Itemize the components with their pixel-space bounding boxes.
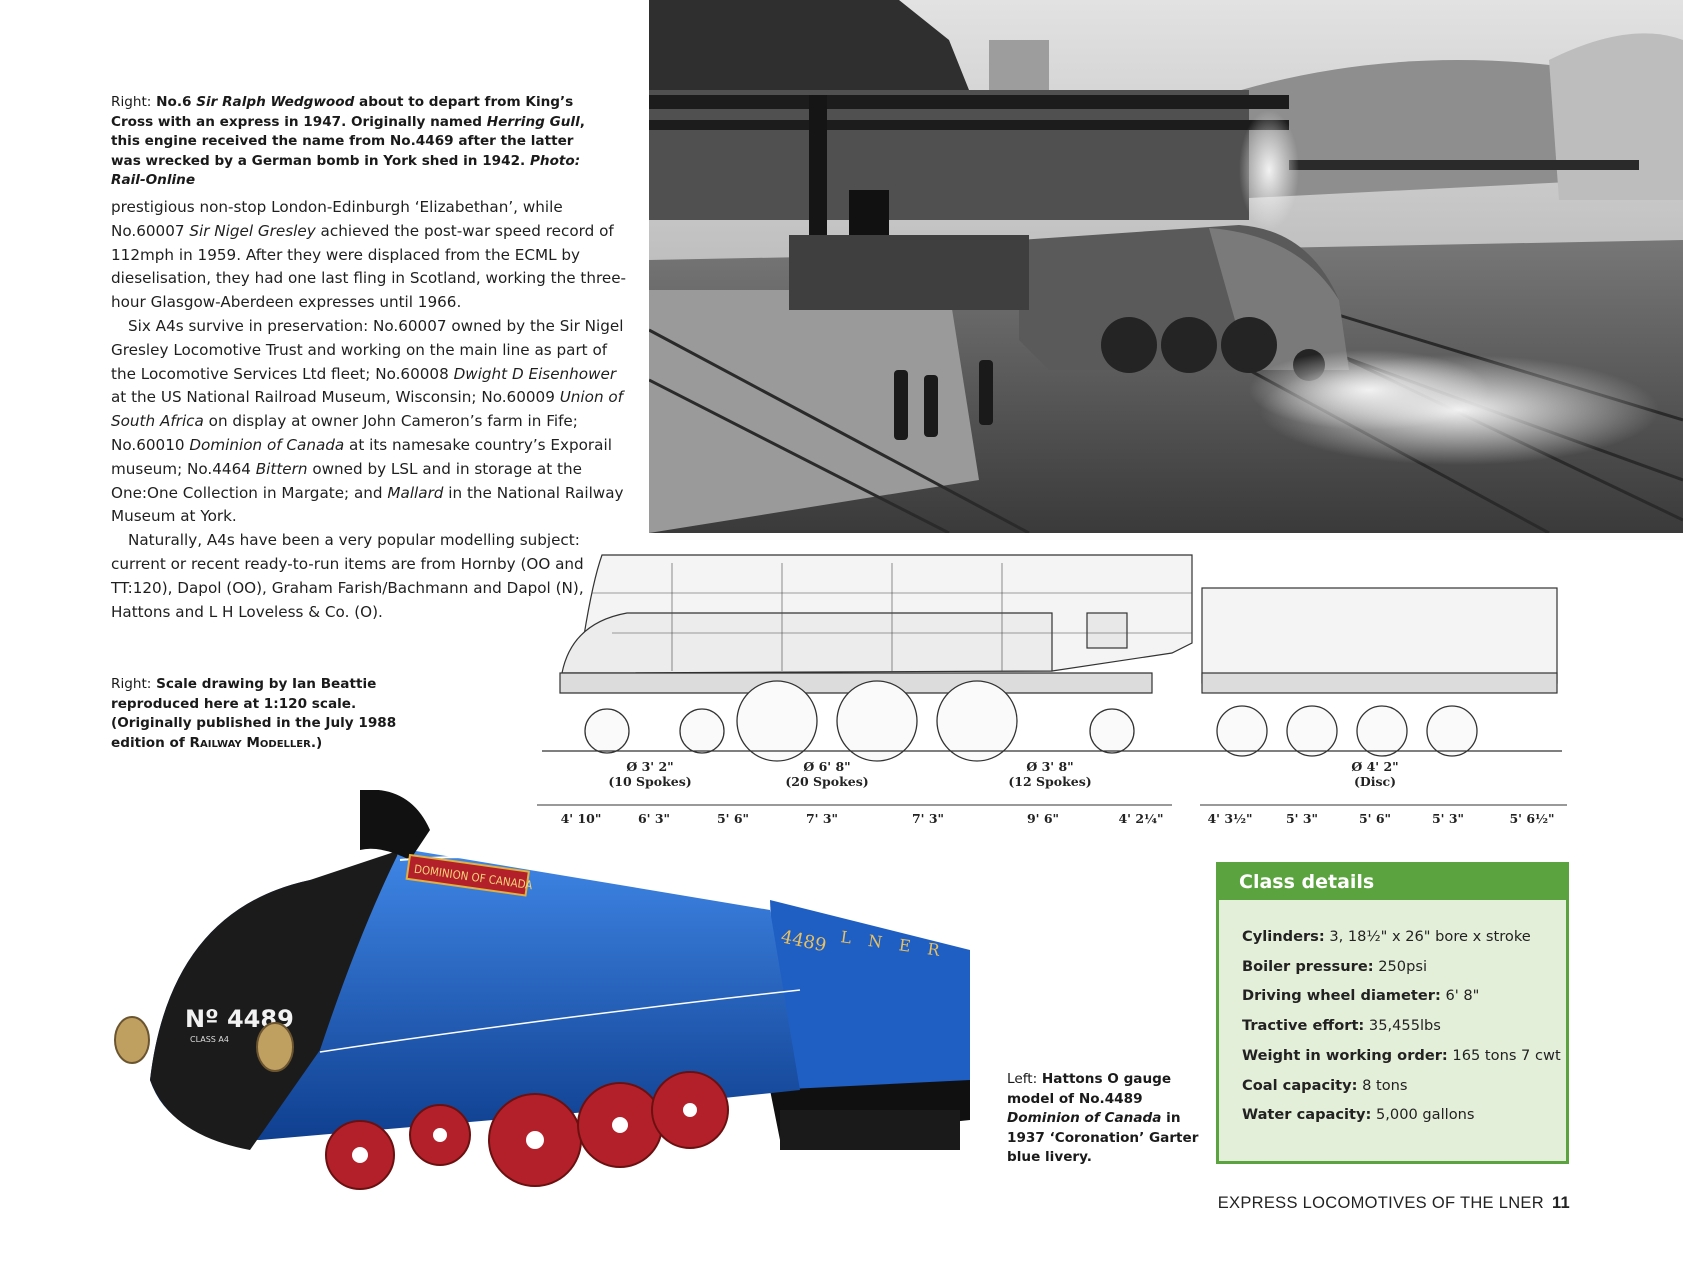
drawing-caption: Right: Scale drawing by Ian Beattie repr…: [111, 675, 429, 753]
wheel-dia-label: Ø 6' 8": [803, 759, 850, 774]
model-caption: Left: Hattons O gauge model of No.4489 D…: [1007, 1070, 1207, 1168]
hattons-model-photo: DOMINION OF CANADA Nº 4489 CLASS A4 4489…: [110, 789, 990, 1260]
tender-dimension: 5' 6": [1359, 811, 1391, 826]
wheel-note-label: (10 Spokes): [608, 774, 691, 789]
photo-caption: Right: No.6 Sir Ralph Wedgwood about to …: [111, 93, 603, 191]
caption-prefix: Left:: [1007, 1071, 1038, 1087]
caption-original-name: Herring Gull: [486, 113, 580, 130]
article-body: prestigious non-stop London-Edinburgh ‘E…: [111, 196, 631, 624]
model-class-tag: CLASS A4: [190, 1035, 229, 1044]
scale-drawing: Ø 3' 2" (10 Spokes) Ø 6' 8" (20 Spokes) …: [532, 553, 1572, 831]
loco-dimension: 7' 3": [806, 811, 838, 826]
tender-outline: [1201, 587, 1558, 684]
spec-row: Boiler pressure: 250psi: [1242, 952, 1566, 982]
body-paragraph: prestigious non-stop London-Edinburgh ‘E…: [111, 196, 631, 315]
spec-label: Boiler pressure:: [1242, 957, 1374, 975]
wheel-dia-label: Ø 3' 2": [626, 759, 673, 774]
spec-label: Tractive effort:: [1242, 1017, 1365, 1035]
spec-value: 8 tons: [1362, 1076, 1408, 1094]
kings-cross-photo: [649, 0, 1683, 533]
spec-row: Coal capacity: 8 tons: [1242, 1071, 1566, 1101]
photo-credit: Photo: Rail-Online: [111, 152, 581, 189]
caption-text-2: in 1937 ‘Coronation’ Garter blue livery.: [1007, 1110, 1199, 1165]
caption-prefix: Right:: [111, 676, 152, 692]
model-smokebox: [150, 850, 400, 1150]
italic-name: Union of South Africa: [111, 388, 624, 431]
spec-value: 250psi: [1378, 957, 1427, 975]
spec-label: Cylinders:: [1242, 928, 1325, 945]
spec-row: Cylinders: 3, 18½" x 26" bore x stroke: [1242, 922, 1566, 952]
loco-dimension: 4' 2¼": [1118, 811, 1163, 826]
station-photo-illustration: [649, 0, 1683, 533]
class-details-list: Cylinders: 3, 18½" x 26" bore x stroke B…: [1219, 900, 1566, 1130]
caption-loco-number: No.6: [156, 94, 192, 110]
caption-prefix: Right:: [111, 94, 152, 110]
wheel-note-label: (12 Spokes): [1008, 774, 1091, 789]
loco-dimension: 5' 6": [717, 811, 749, 826]
tender-dimension: 5' 3": [1432, 811, 1464, 826]
a4-elevation-drawing: Ø 3' 2" (10 Spokes) Ø 6' 8" (20 Spokes) …: [537, 554, 1567, 826]
spec-value: 35,455lbs: [1368, 1017, 1441, 1035]
spec-label: Coal capacity:: [1242, 1076, 1358, 1094]
caption-text: about to depart from King’s Cross with a…: [111, 94, 574, 130]
spec-value: 3, 18½" x 26" bore x stroke: [1329, 928, 1531, 945]
wheel-dia-label: Ø 3' 8": [1026, 759, 1073, 774]
spec-value: 6' 8": [1445, 987, 1480, 1005]
spec-label: Weight in working order:: [1242, 1046, 1448, 1064]
running-title: EXPRESS LOCOMOTIVES OF THE LNER: [1217, 1194, 1544, 1212]
body-text-run: achieved the post-war speed record of 11…: [111, 221, 627, 312]
spec-value: 165 tons 7 cwt: [1452, 1046, 1561, 1064]
caption-loco-name: Sir Ralph Wedgwood: [196, 94, 355, 110]
body-text-run: owned by LSL and in storage at the One:O…: [111, 459, 582, 502]
tender-dimension: 4' 3½": [1207, 811, 1252, 826]
class-details-title: Class details: [1219, 865, 1566, 900]
page-number: 11: [1551, 1194, 1570, 1212]
wheel-note-label: (20 Spokes): [785, 774, 868, 789]
loco-dimension: 9' 6": [1027, 811, 1059, 826]
body-text-run: Naturally, A4s have been a very popular …: [111, 531, 584, 621]
caption-text: Scale drawing by Ian Beattie reproduced …: [111, 676, 397, 751]
loco-dimension: 4' 10": [561, 811, 602, 826]
wheel-note-label: (Disc): [1354, 774, 1396, 789]
class-details-panel: Class details Cylinders: 3, 18½" x 26" b…: [1216, 862, 1569, 1164]
body-text-run: on display at owner John Cameron’s farm …: [111, 412, 578, 454]
italic-name: Mallard: [387, 483, 444, 502]
spec-value: 5,000 gallons: [1376, 1106, 1475, 1124]
caption-loco-name: Dominion of Canada: [1007, 1110, 1162, 1126]
spec-row: Weight in working order: 165 tons 7 cwt: [1242, 1041, 1566, 1071]
italic-name: Bittern: [255, 459, 308, 478]
body-text-run: Six A4s survive in preservation: No.6000…: [111, 316, 624, 383]
tender-dimension: 5' 6½": [1509, 811, 1554, 826]
body-text-run: at its namesake country’s Exporail museu…: [111, 435, 612, 478]
loco-dimension: 6' 3": [638, 811, 670, 826]
magazine-name: Railway Modeller: [189, 734, 311, 751]
caption-text-2: , this engine received the name from No.…: [111, 113, 585, 169]
italic-name: Dominion of Canada: [189, 435, 345, 454]
wheel-set: [584, 680, 1478, 762]
body-paragraph: Naturally, A4s have been a very popular …: [111, 529, 631, 624]
spec-row: Water capacity: 5,000 gallons: [1242, 1100, 1566, 1130]
spec-row: Tractive effort: 35,455lbs: [1242, 1011, 1566, 1041]
body-paragraph: Six A4s survive in preservation: No.6000…: [111, 315, 631, 529]
caption-text: Hattons O gauge model of No.4489: [1007, 1071, 1172, 1107]
model-tender: [770, 900, 970, 1130]
spec-label: Driving wheel diameter:: [1242, 987, 1441, 1005]
italic-name: Dwight D Eisenhower: [453, 364, 617, 383]
caption-end: .): [310, 734, 323, 751]
loco-dimension: 7' 3": [912, 811, 944, 826]
spec-row: Driving wheel diameter: 6' 8": [1242, 981, 1566, 1011]
page-footer: EXPRESS LOCOMOTIVES OF THE LNER 11: [1218, 1194, 1570, 1213]
a4-model-illustration: DOMINION OF CANADA Nº 4489 CLASS A4 4489…: [114, 789, 970, 1190]
spec-label: Water capacity:: [1242, 1106, 1372, 1124]
body-text-run: at the US National Railroad Museum, Wisc…: [111, 388, 560, 407]
wheel-dia-label: Ø 4' 2": [1351, 759, 1398, 774]
tender-dimension: 5' 3": [1286, 811, 1318, 826]
body-text-run: prestigious non-stop London-Edinburgh ‘E…: [111, 198, 563, 240]
body-text-run: in the National Railway Museum at York.: [111, 483, 624, 526]
italic-name: Sir Nigel Gresley: [189, 221, 316, 240]
